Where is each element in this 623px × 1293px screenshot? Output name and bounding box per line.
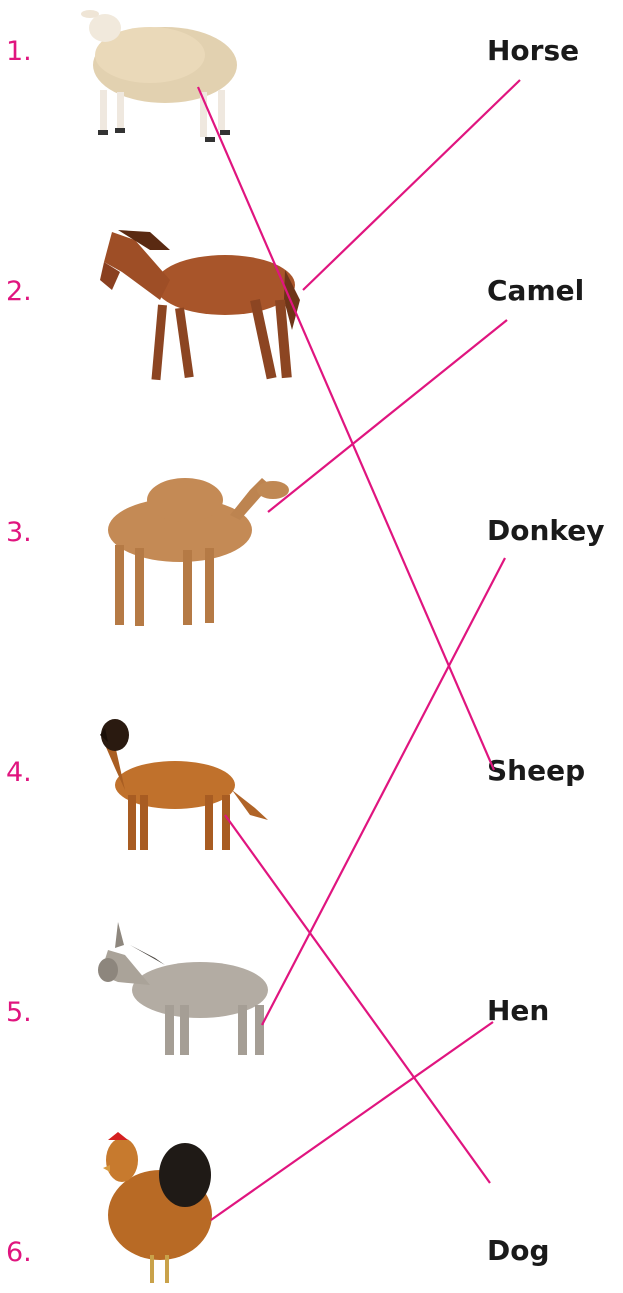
camel-icon <box>108 478 289 626</box>
word-donkey: Donkey <box>487 514 605 547</box>
item-number-4: 4. <box>6 757 32 788</box>
sheep-icon <box>81 10 237 142</box>
item-number-1: 1. <box>6 36 32 67</box>
item-number-6: 6. <box>6 1237 32 1268</box>
word-sheep: Sheep <box>487 754 586 787</box>
dog-icon <box>100 719 268 850</box>
word-camel: Camel <box>487 274 585 307</box>
match-line-sheep <box>196 86 496 771</box>
donkey-icon <box>98 922 268 1055</box>
match-line-horse <box>302 79 521 291</box>
item-number-2: 2. <box>6 276 32 307</box>
word-hen: Hen <box>487 994 550 1027</box>
horse-icon <box>100 230 300 381</box>
match-line-camel <box>267 319 508 513</box>
item-number-3: 3. <box>6 517 32 548</box>
match-lines <box>196 79 521 1221</box>
word-horse: Horse <box>487 34 580 67</box>
match-line-dog <box>224 814 491 1184</box>
match-line-donkey <box>261 557 506 1026</box>
hen-icon <box>103 1132 212 1283</box>
word-dog: Dog <box>487 1234 550 1267</box>
match-line-hen <box>210 1021 494 1221</box>
item-number-5: 5. <box>6 997 32 1028</box>
